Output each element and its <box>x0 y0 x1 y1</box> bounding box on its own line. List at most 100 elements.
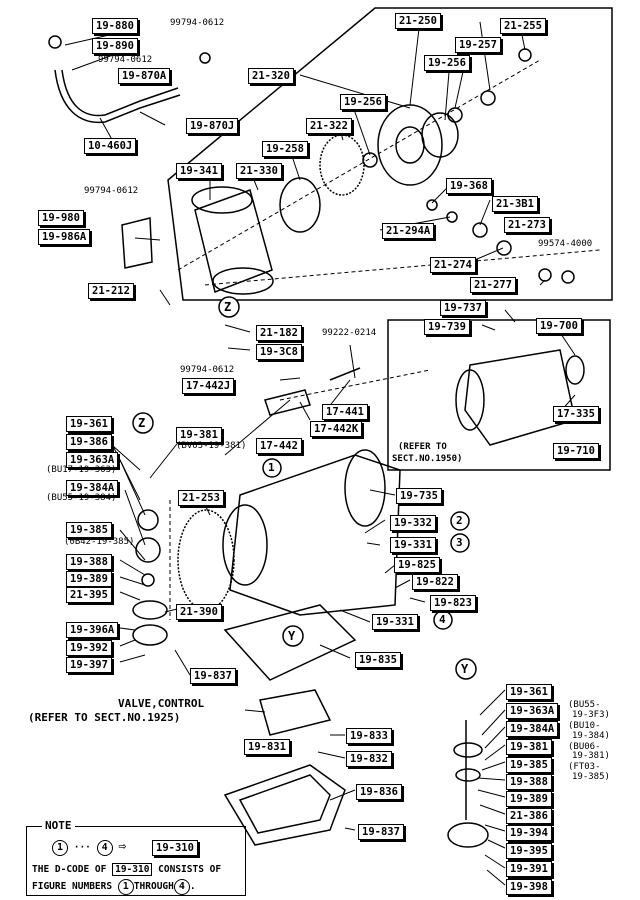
part-label: 21-320 <box>248 68 294 84</box>
part-label: 19-890 <box>92 38 138 54</box>
part-number-text: 99794-0612 <box>170 18 225 28</box>
part-label: 19-395 <box>506 843 552 859</box>
valve-body <box>259 689 332 736</box>
part-label: 19-257 <box>455 37 501 53</box>
part-number-text: 99222-0214 <box>322 328 377 338</box>
part-label: 21-395 <box>66 587 112 603</box>
part-label: 19-361 <box>506 684 552 700</box>
part-label: 10-460J <box>84 138 137 154</box>
callout-4-text: 4 <box>439 613 446 626</box>
note-range-start: 1 <box>52 840 68 856</box>
part-label: 21-330 <box>236 163 282 179</box>
part-label: 19-835 <box>355 652 401 668</box>
part-label: 17-335 <box>553 406 599 422</box>
part-label: 19-700 <box>536 318 582 334</box>
part-label: 19-980 <box>38 210 84 226</box>
part-label: 19-822 <box>412 574 458 590</box>
callout-z-top <box>218 296 240 318</box>
part-alt-code: (BU55- <box>568 700 601 710</box>
part-label: 19-837 <box>358 824 404 840</box>
note-range-dots: ··· <box>73 842 91 853</box>
note-title: NOTE <box>42 819 75 832</box>
part-label: 19-831 <box>244 739 290 755</box>
part-label: 17-441 <box>322 404 368 420</box>
part-label: 17-442 <box>256 438 302 454</box>
part-label: 19-398 <box>506 879 552 895</box>
part-label: 19-381 <box>176 427 222 443</box>
oil-pan-gasket <box>223 604 357 681</box>
oil-pan <box>223 764 346 846</box>
note-range: 1 ··· 4 ⇨ <box>52 839 126 856</box>
extension-housing <box>464 349 576 446</box>
part-label: 21-182 <box>256 325 302 341</box>
part-label: 19-258 <box>262 141 308 157</box>
part-label: 19-388 <box>66 554 112 570</box>
callout-z-left <box>132 412 154 434</box>
reference-note: SECT.NO.1950) <box>392 454 463 464</box>
part-number-text: 99574-4000 <box>538 239 593 249</box>
part-label: 19-384A <box>66 480 119 496</box>
part-label: 19-391 <box>506 861 552 877</box>
callout-z-left-text: Z <box>138 416 146 430</box>
cooler-pipe <box>54 69 181 124</box>
callout-y-right-text: Y <box>461 662 469 676</box>
callout-z-top-text: Z <box>224 300 232 314</box>
arrow-icon: ⇨ <box>118 839 127 854</box>
part-label: 19-837 <box>190 668 236 684</box>
part-label: 21-212 <box>88 283 134 299</box>
part-label: 21-390 <box>176 604 222 620</box>
part-label: 19-388 <box>506 774 552 790</box>
part-label: 19-384A <box>506 721 559 737</box>
part-label: 19-386 <box>66 434 112 450</box>
part-label: 19-363A <box>506 703 559 719</box>
part-label: 19-880 <box>92 18 138 34</box>
part-label: 19-825 <box>394 557 440 573</box>
oil-pump-body <box>377 104 443 186</box>
callout-2 <box>450 511 470 531</box>
part-label: 19-363A <box>66 452 119 468</box>
callout-3-text: 3 <box>456 536 463 549</box>
part-label: 19-392 <box>66 640 112 656</box>
part-label: 17-442J <box>182 378 235 394</box>
note-line-1-code: 19-310 <box>112 863 153 876</box>
callout-y-pan-text: Y <box>288 629 296 643</box>
part-label: 21-322 <box>306 118 352 134</box>
part-label: 21-255 <box>500 18 546 34</box>
valve-control-label: VALVE,CONTROL <box>118 697 205 710</box>
part-label: 19-385 <box>506 757 552 773</box>
part-label: 19-361 <box>66 416 112 432</box>
seal-ring <box>279 177 321 233</box>
part-label: 19-332 <box>390 515 436 531</box>
part-label: 19-836 <box>356 784 402 800</box>
transmission-case <box>229 454 401 616</box>
note-line-2-pre: FIGURE NUMBERS <box>32 881 113 892</box>
part-label: 19-870J <box>186 118 239 134</box>
part-alt-code: 19-3F3) <box>572 710 610 720</box>
part-label: 19-833 <box>346 728 392 744</box>
part-label: 21-3B1 <box>492 196 538 212</box>
part-number-text: 99794-0612 <box>98 55 153 65</box>
pump-plate <box>319 134 365 196</box>
part-label: 19-389 <box>66 571 112 587</box>
part-label: 19-735 <box>396 488 442 504</box>
callout-y-right <box>455 658 477 680</box>
part-number-text: 99794-0612 <box>84 186 139 196</box>
note-line-1-post: CONSISTS OF <box>158 864 222 875</box>
bracket <box>121 217 153 269</box>
part-label: 19-986A <box>38 229 91 245</box>
part-label: 19-256 <box>340 94 386 110</box>
callout-1 <box>262 458 282 478</box>
callout-2-text: 2 <box>456 514 463 527</box>
note-target-code: 19-310 <box>152 840 198 856</box>
part-alt-code: 19-384) <box>572 731 610 741</box>
part-alt-code: (BU55-19-384) <box>46 493 117 503</box>
callout-4 <box>433 610 453 630</box>
part-label: 19-331 <box>372 614 418 630</box>
note-line-2-start: 1 <box>117 879 134 895</box>
part-label: 19-3C8 <box>256 344 302 360</box>
part-label: 19-870A <box>118 68 171 84</box>
extension-group-outline <box>387 319 611 471</box>
part-label: 19-739 <box>424 319 470 335</box>
part-number-text: 99794-0612 <box>180 365 235 375</box>
part-label: 19-385 <box>66 522 112 538</box>
